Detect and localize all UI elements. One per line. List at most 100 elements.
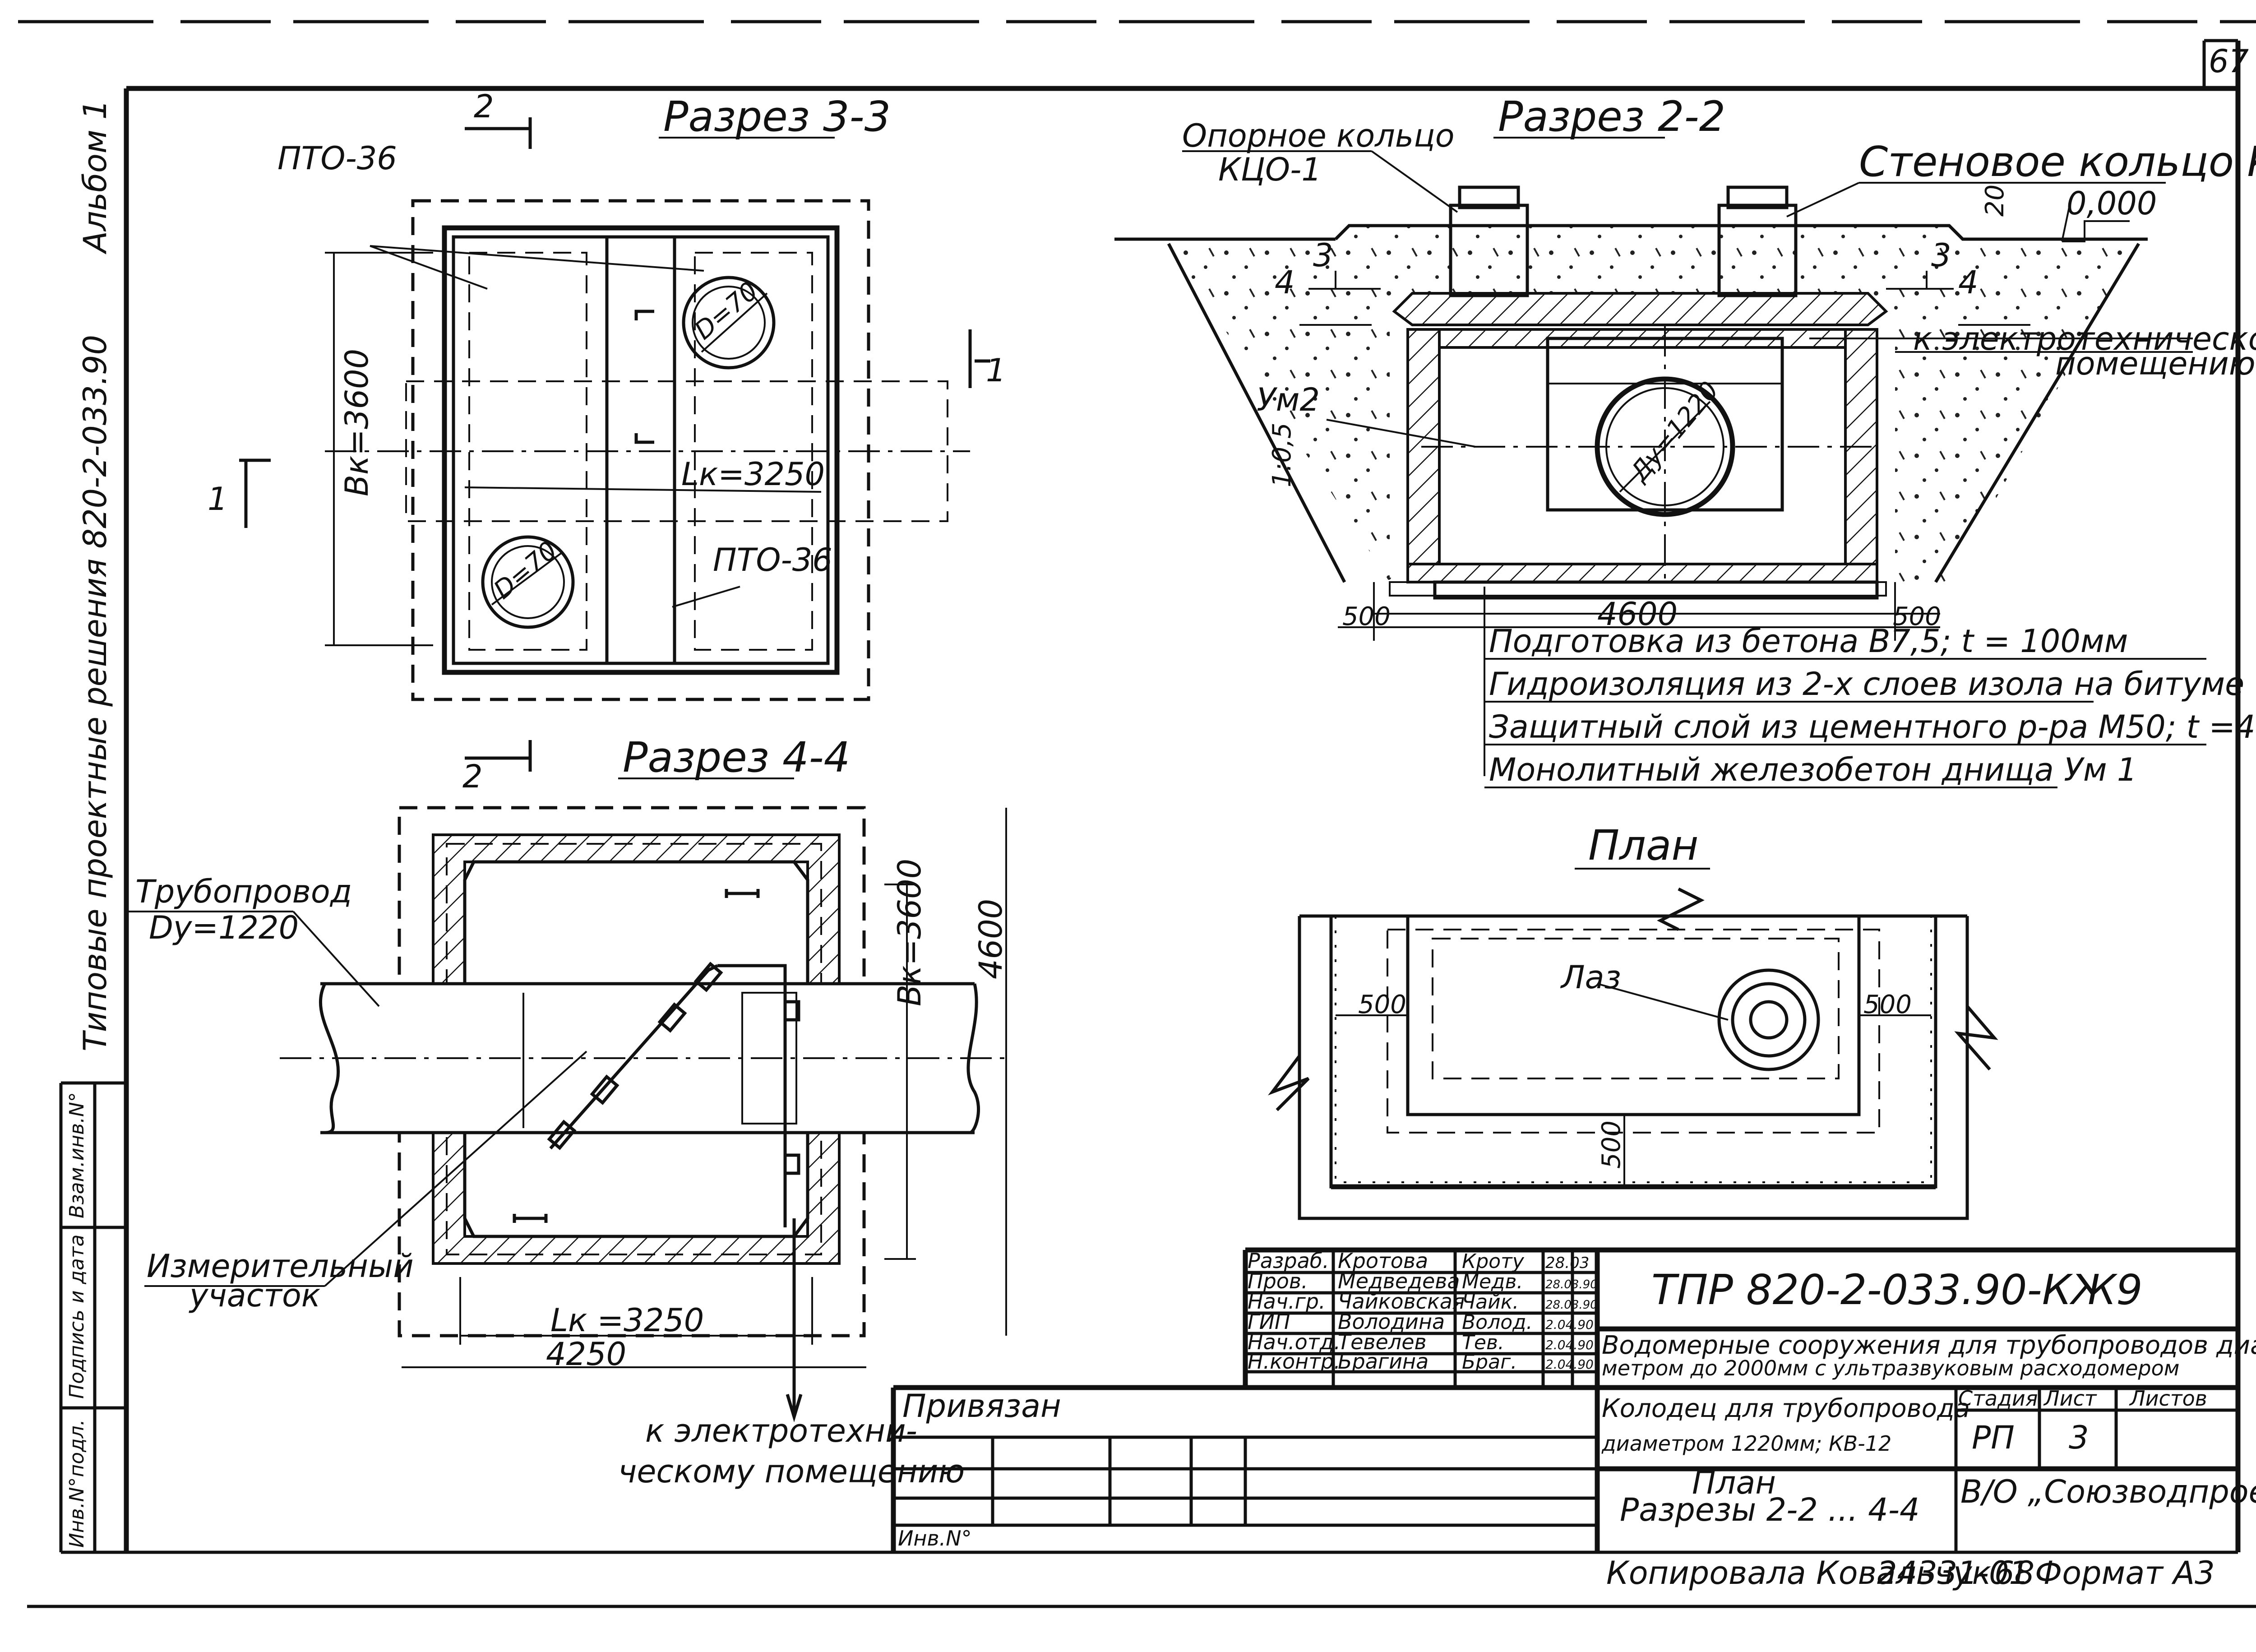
cut-4-right: 4 bbox=[1958, 264, 1979, 301]
pto-top-label: ПТО-36 bbox=[277, 140, 397, 177]
tb-role-1: Разраб. bbox=[1248, 1249, 1329, 1273]
tb-signature-6: Браг. bbox=[1462, 1351, 1517, 1374]
section-2-2: Разрез 2-2 bbox=[1114, 93, 2206, 788]
tb-date-1: 28.03 bbox=[1545, 1254, 1589, 1272]
tb-name-6: Брагина bbox=[1338, 1349, 1428, 1374]
pto-bottom-label: ПТО-36 bbox=[713, 541, 832, 578]
section-3-3-cut-right: 1 bbox=[986, 352, 1006, 389]
dim-4600-44: 4600 bbox=[972, 899, 1009, 979]
layer-2: Гидроизоляция из 2-х слоев изола на биту… bbox=[1489, 666, 2244, 703]
tb-name-3: Чайковская bbox=[1338, 1289, 1465, 1314]
plan-view: План bbox=[1268, 821, 1998, 1220]
pipe-dn-label-44: Dу=1220 bbox=[149, 909, 299, 946]
sheet-frame bbox=[18, 20, 2256, 1608]
stamp-cell-replace: Взам.инв.N° bbox=[65, 1092, 88, 1218]
slope-label: 1:0,5 bbox=[1267, 422, 1297, 487]
tb-date-4: 2.04.90 bbox=[1545, 1317, 1594, 1332]
tb-stage-label: Стадия bbox=[1958, 1386, 2038, 1411]
bk-dim-44: Bк=3600 bbox=[891, 859, 928, 1006]
wall-ring-label: Стеновое кольцо КЦ bbox=[1859, 138, 2256, 186]
tb-sheet-label: Лист bbox=[2043, 1386, 2097, 1411]
tb-date-6: 2.04.90 bbox=[1545, 1357, 1594, 1372]
tb-code: ТПР 820-2-033.90-КЖ9 bbox=[1651, 1266, 2143, 1314]
section-3-3-cut-left: 1 bbox=[208, 481, 228, 518]
tb-name-1: Кротова bbox=[1338, 1249, 1428, 1273]
tb-object-1: Колодец для трубопровода bbox=[1602, 1394, 1970, 1423]
cut-3-right: 3 bbox=[1931, 237, 1951, 274]
tb-sheets-label: Листов bbox=[2129, 1386, 2207, 1411]
tb-copy-num: 68 bbox=[1994, 1555, 2034, 1592]
measuring-label-2: участок bbox=[189, 1277, 320, 1314]
tb-sheet-title-2: Разрезы 2-2 ... 4-4 bbox=[1620, 1491, 1920, 1528]
tb-signature-5: Тев. bbox=[1462, 1331, 1504, 1354]
tb-role-6: Н.контр. bbox=[1248, 1349, 1341, 1374]
section-2-2-title: Разрез 2-2 bbox=[1498, 93, 1725, 141]
lk-dim-44: Lк =3250 bbox=[550, 1302, 704, 1339]
section-3-3-cut-top: 2 bbox=[474, 88, 494, 125]
tb-signature-4: Волод. bbox=[1462, 1311, 1533, 1334]
stamp-cell-inv: Инв.N°подл. bbox=[65, 1419, 88, 1548]
lk-dim-label: Lк=3250 bbox=[681, 456, 825, 493]
plan-dim-bottom: 500 bbox=[1597, 1120, 1626, 1169]
tb-copy-code: 24331-01 bbox=[1877, 1555, 2029, 1592]
tb-date-3: 28.03.90 bbox=[1545, 1298, 1598, 1312]
tb-role-5: Нач.отд. bbox=[1248, 1330, 1341, 1354]
layer-4: Монолитный железобетон днища Ум 1 bbox=[1489, 751, 2137, 788]
tb-sheet: 3 bbox=[2069, 1419, 2089, 1456]
page-number: 67 bbox=[2209, 43, 2249, 80]
manhole-label: Лаз bbox=[1560, 959, 1621, 996]
layer-1: Подготовка из бетона В7,5; t = 100мм bbox=[1489, 623, 2128, 660]
tb-date-2: 28.03.90 bbox=[1545, 1278, 1598, 1291]
tb-org: В/О „Союзводпроект" bbox=[1960, 1473, 2256, 1510]
section-4-4-title: Разрез 4-4 bbox=[623, 733, 850, 782]
section-3-3-title: Разрез 3-3 bbox=[663, 93, 891, 141]
section-3-3-cut-bottom: 2 bbox=[462, 758, 483, 795]
pipe-label: Трубопровод bbox=[135, 873, 352, 910]
bk-dim-label: Bк=3600 bbox=[338, 349, 375, 496]
measuring-label-1: Измерительный bbox=[147, 1248, 414, 1285]
side-album-label: Альбом 1 bbox=[77, 100, 114, 255]
tb-name-2: Медведева bbox=[1338, 1269, 1460, 1293]
tb-format: Формат А3 bbox=[2035, 1555, 2215, 1592]
plan-dim-left: 500 bbox=[1358, 990, 1406, 1019]
tb-sheet-title-1: План bbox=[1692, 1464, 1776, 1501]
transducer-2 bbox=[657, 1002, 687, 1033]
tb-role-2: Пров. bbox=[1248, 1269, 1308, 1293]
cut-3-left: 3 bbox=[1313, 237, 1333, 274]
tb-date-5: 2.04.90 bbox=[1545, 1337, 1594, 1352]
tb-signature-1: Кроту bbox=[1462, 1250, 1525, 1273]
transducer-3 bbox=[590, 1074, 619, 1105]
tb-role-4: ГИП bbox=[1248, 1310, 1290, 1334]
tb-object-2: диаметром 1220мм; КВ-12 bbox=[1601, 1431, 1891, 1456]
plan-dim-right: 500 bbox=[1863, 990, 1912, 1019]
dim-4250: 4250 bbox=[546, 1336, 626, 1373]
title-block bbox=[891, 1247, 2238, 1552]
side-series-label: Типовые проектные решения 820-2-033.90 bbox=[77, 335, 114, 1051]
section-3-3: Разрез 3-3 bbox=[239, 93, 990, 772]
tb-role-3: Нач.гр. bbox=[1248, 1289, 1326, 1314]
tb-copied: Копировала Ковальчук bbox=[1606, 1555, 1991, 1592]
tb-stage: РП bbox=[1972, 1419, 2015, 1456]
dim-20-label: 20 bbox=[1980, 185, 2010, 217]
dim-500-right: 500 bbox=[1893, 602, 1941, 631]
to-room-44-1: к электротехни- bbox=[645, 1412, 917, 1449]
tb-signature-3: Чайк. bbox=[1462, 1291, 1519, 1314]
tb-project-1: Водомерные сооружения для трубопроводов … bbox=[1602, 1331, 2256, 1360]
dim-500-left: 500 bbox=[1342, 602, 1391, 631]
plan-title: План bbox=[1588, 821, 1699, 870]
transducer-1 bbox=[693, 962, 723, 992]
tb-signature-2: Медв. bbox=[1462, 1270, 1523, 1293]
section-4-4: Разрез 4-4 bbox=[126, 733, 1011, 1423]
tb-name-4: Володина bbox=[1338, 1310, 1445, 1334]
transducer-4 bbox=[547, 1120, 577, 1150]
tb-inv: Инв.N° bbox=[898, 1526, 972, 1550]
layer-3: Защитный слой из цементного р-ра М50; t … bbox=[1489, 708, 2256, 745]
level-label: 0,000 bbox=[2066, 185, 2157, 222]
to-room-label-1: к электротехническому bbox=[1913, 320, 2256, 357]
um2-label: Ум2 bbox=[1257, 381, 1320, 418]
tb-bound: Привязан bbox=[902, 1388, 1061, 1425]
cut-4-left: 4 bbox=[1275, 264, 1295, 301]
to-room-label-2: помещению bbox=[2055, 345, 2256, 382]
tb-name-5: Тевелев bbox=[1338, 1330, 1427, 1354]
